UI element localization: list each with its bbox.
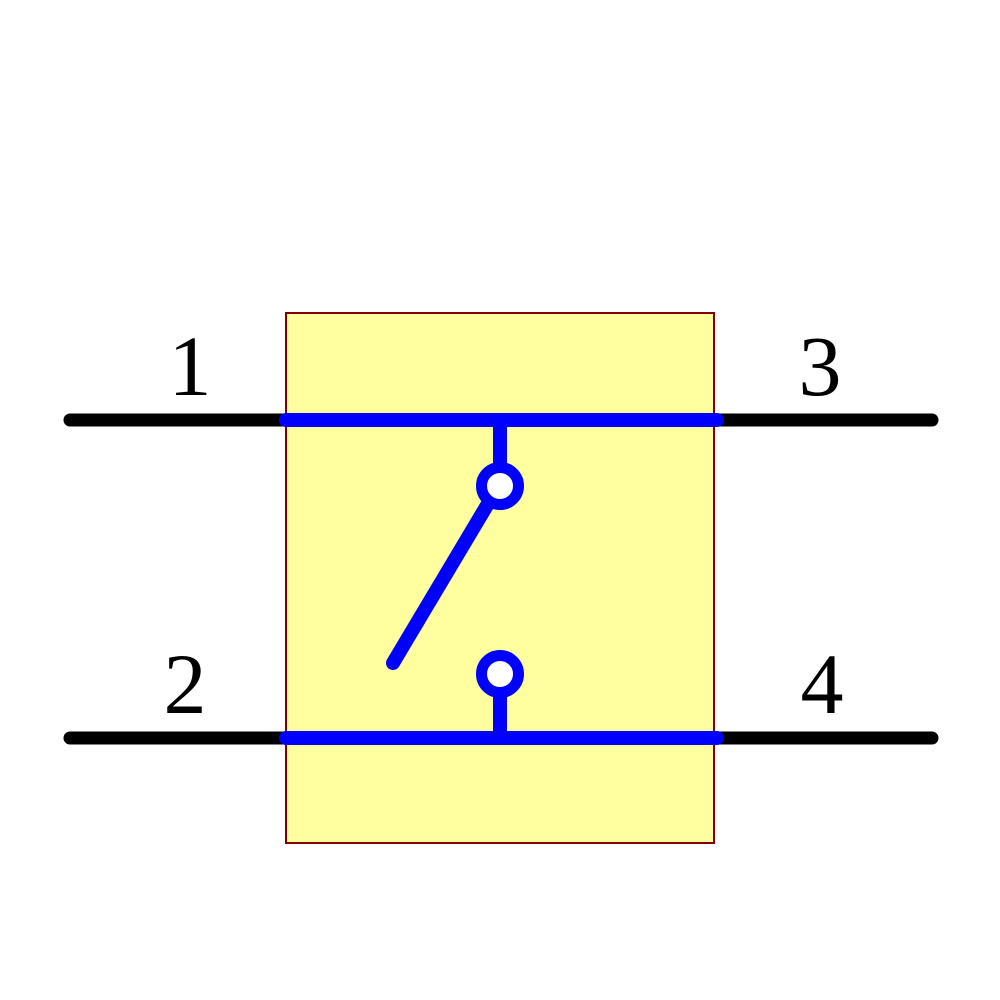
- package-body-rect: [285, 312, 715, 844]
- pin-label-3: 3: [799, 318, 842, 414]
- pin-label-4: 4: [801, 636, 844, 732]
- pin-label-1: 1: [169, 318, 212, 414]
- contact-arm: [386, 495, 496, 670]
- lower-contact-node: [476, 650, 524, 698]
- upper-contact-node: [476, 462, 524, 510]
- pin-label-2: 2: [164, 636, 207, 732]
